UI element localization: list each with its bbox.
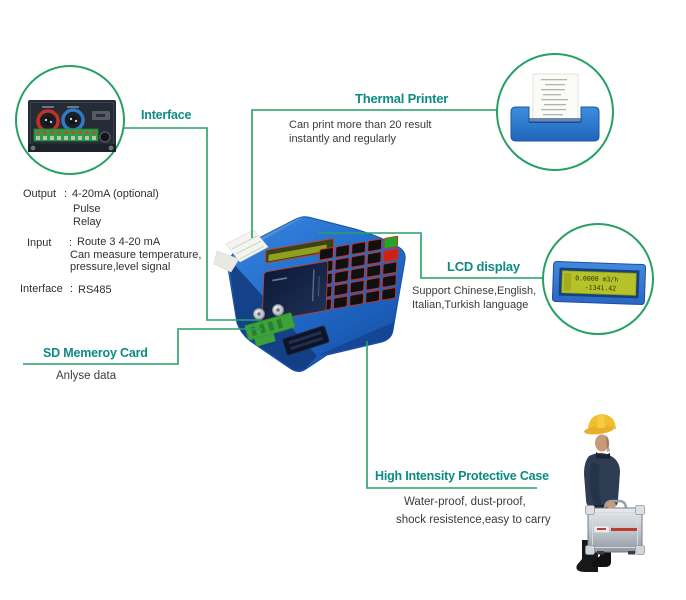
protective-case-desc-2: shock resistence,easy to carry: [396, 513, 551, 526]
lcd-line: [318, 232, 543, 279]
spec-input-label: Input: [27, 237, 52, 249]
spec-output-extra-1: Pulse: [73, 202, 101, 215]
sd-card-label: SD Memeroy Card: [43, 346, 148, 360]
interface-line: [124, 127, 261, 321]
thermal-printer-desc-1: Can print more than 20 result: [289, 119, 432, 131]
thermal-printer-label: Thermal Printer: [355, 91, 449, 106]
person-arm: [589, 462, 602, 507]
protective-case-label: High Intensity Protective Case: [375, 469, 549, 483]
spec-input-extra-1: Can measure temperature,: [70, 249, 202, 261]
device-paper: [213, 229, 269, 273]
interface-panel-photo: [28, 100, 116, 152]
device-terminals: [244, 304, 330, 356]
device-keypad[interactable]: [316, 235, 399, 312]
sd-card-desc: Anlyse data: [56, 370, 117, 382]
person-hand: [606, 501, 616, 509]
spec-output-value: 4-20mA (optional): [72, 188, 159, 200]
callout-lines: [23, 109, 543, 489]
spec-output-colon: :: [64, 188, 68, 200]
spec-output-extra-2: Relay: [73, 215, 102, 228]
protective-case-desc-1: Water-proof, dust-proof,: [404, 496, 526, 508]
person-collar: [596, 452, 610, 459]
spec-input-colon: :: [69, 237, 73, 249]
lcd-screen: [561, 270, 637, 296]
spec-interface-label: Interface: [20, 283, 63, 295]
case-handle: [603, 499, 628, 510]
sd-line: [23, 328, 262, 365]
lcd-display-desc-2: Italian,Turkish language: [412, 298, 529, 311]
interface-label: Interface: [141, 108, 192, 122]
thermal-printer-desc-2: instantly and regularly: [289, 132, 397, 145]
lcd-display-label: LCD display: [447, 259, 520, 274]
case-line: [366, 341, 537, 489]
flow-meter-device: [213, 216, 406, 372]
keypad-red-key[interactable]: [382, 248, 399, 262]
lcd-line-1: 0.0000 m3/h: [575, 274, 618, 284]
engineer-person: [576, 414, 645, 572]
round-connector: [99, 131, 111, 143]
person-head: [595, 434, 609, 452]
spec-output-label: Output: [23, 188, 57, 200]
lcd-module-photo: 0.0000 m3/h -1341.42: [551, 261, 647, 306]
thermal-printer-photo: [510, 73, 600, 142]
keypad-green-key[interactable]: [383, 235, 399, 250]
lcd-display-desc-1: Support Chinese,English,: [412, 285, 537, 297]
hard-hat-brim: [584, 425, 614, 435]
spec-input-value: Route 3 4-20 mA: [77, 236, 161, 248]
person-jacket: [584, 453, 620, 507]
spec-interface-value: RS485: [78, 284, 112, 296]
spec-interface-colon: :: [70, 283, 74, 295]
printer-body: [510, 106, 600, 142]
carrying-case: [585, 499, 645, 555]
spec-input-extra-2: pressure,level signal: [70, 261, 171, 273]
lcd-line-2: -1341.42: [585, 284, 617, 293]
thermal-line: [251, 109, 497, 238]
